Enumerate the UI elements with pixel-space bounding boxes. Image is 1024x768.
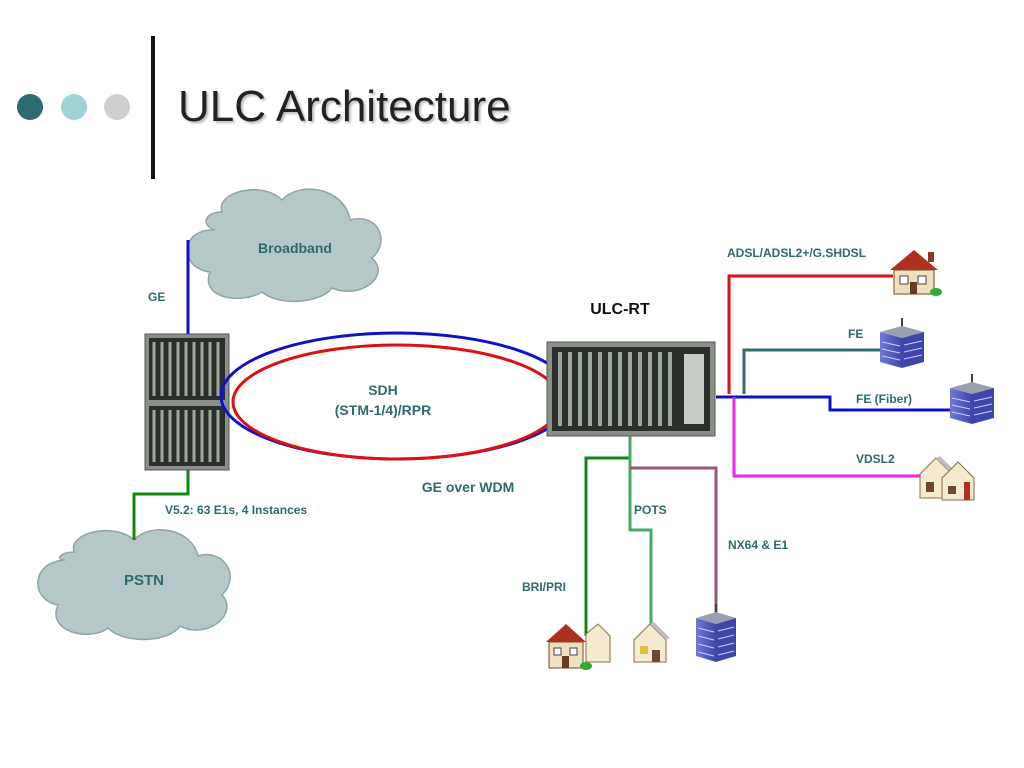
slide-title: ULC Architecture: [178, 82, 511, 131]
fe-fiber-link-line: [716, 395, 952, 412]
ring-label-stm: (STM-1/4)/RPR: [335, 402, 431, 418]
fe-link-line: [742, 348, 880, 394]
title-divider: [151, 36, 155, 179]
nx64-link-line: [630, 466, 718, 612]
bullet-dot-grey: [104, 94, 130, 120]
bullet-dot-light: [61, 94, 87, 120]
fe-building-icon: [880, 318, 924, 368]
fe-fiber-building-icon: [950, 374, 994, 424]
pots-house-icon: [633, 622, 670, 663]
broadband-label: Broadband: [258, 240, 332, 256]
ge-label: GE: [148, 290, 165, 304]
bri-pri-house-icon: [546, 623, 611, 670]
bri-pri-link-line: [584, 436, 632, 636]
pots-link-line: [628, 436, 653, 628]
pstn-label: PSTN: [124, 572, 164, 589]
fe-fiber-label: FE (Fiber): [856, 392, 912, 406]
broadband-cloud: Broadband: [186, 188, 382, 302]
fe-label: FE: [848, 327, 863, 341]
v52-link-line: [132, 468, 190, 540]
bri-pri-label: BRI/PRI: [522, 580, 566, 594]
vdsl2-label: VDSL2: [856, 452, 895, 466]
vdsl2-link-line: [732, 397, 922, 478]
v52-label: V5.2: 63 E1s, 4 Instances: [165, 503, 307, 517]
pstn-cloud: PSTN: [37, 529, 231, 641]
nx64-building-icon: [696, 604, 736, 662]
ulc-rt-label: ULC-RT: [590, 301, 650, 318]
adsl-link-line: [727, 274, 893, 394]
ulc-rt-rack: [546, 341, 716, 437]
ring-label-sdh: SDH: [368, 382, 398, 398]
ulc-central-rack: [144, 333, 230, 471]
adsl-house-icon: [890, 250, 942, 296]
nx64-label: NX64 & E1: [728, 538, 788, 552]
ge-over-wdm-label: GE over WDM: [422, 479, 515, 495]
vdsl2-houses-icon: [919, 456, 975, 501]
bullet-dot-dark: [17, 94, 43, 120]
pots-label: POTS: [634, 503, 667, 517]
adsl-label: ADSL/ADSL2+/G.SHDSL: [727, 246, 866, 260]
